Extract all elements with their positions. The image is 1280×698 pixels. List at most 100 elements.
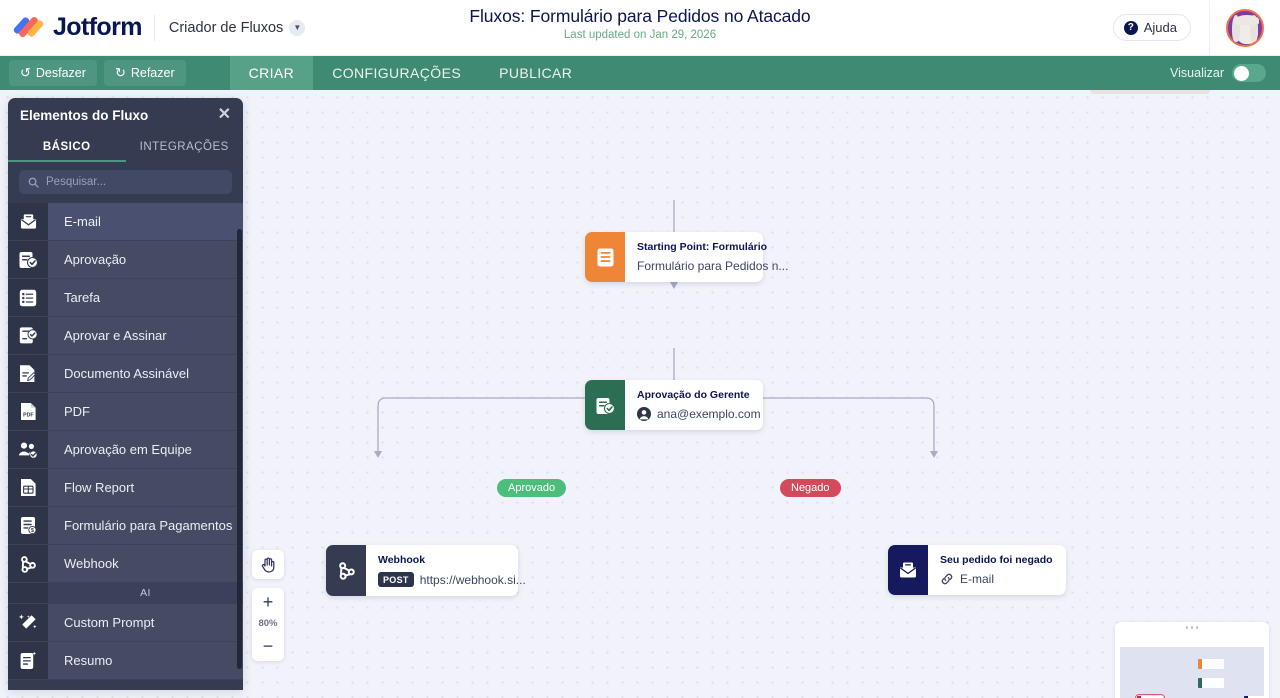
flow-report-icon — [8, 469, 48, 506]
nav-tabs: CRIAR CONFIGURAÇÕES PUBLICAR — [229, 56, 592, 90]
help-button[interactable]: ? Ajuda — [1112, 14, 1191, 41]
top-bar-right: ? Ajuda — [1112, 0, 1280, 56]
help-label: Ajuda — [1143, 20, 1177, 35]
pan-tool-box — [252, 550, 284, 579]
visualize-toggle[interactable] — [1232, 64, 1266, 82]
element-item-aprovacao[interactable]: Aprovação — [8, 241, 243, 279]
form-document-icon — [585, 232, 625, 282]
question-circle-icon: ? — [1123, 20, 1138, 35]
minimap-viewport[interactable] — [1120, 647, 1269, 698]
element-label: Aprovação em Equipe — [48, 431, 243, 468]
element-label: Aprovação — [48, 241, 243, 278]
undo-redo-group: ↺ Desfazer ↻ Refazer — [0, 60, 186, 86]
ai-section-header: AI — [8, 583, 243, 604]
top-bar: Jotform Criador de Fluxos ▼ Fluxos: Form… — [0, 0, 1280, 56]
flow-node-webhook[interactable]: Webhook POST https://webhook.si... — [326, 545, 526, 596]
redo-button[interactable]: ↻ Refazer — [103, 60, 186, 86]
node-subtitle: ana@exemplo.com — [657, 407, 761, 421]
flow-node-denied-email[interactable]: Seu pedido foi negado E-mail — [888, 545, 1066, 595]
element-label: Resumo — [48, 642, 243, 679]
branch-label-approved[interactable]: Aprovado — [497, 479, 567, 497]
search-icon — [28, 177, 39, 188]
element-label: Custom Prompt — [48, 604, 243, 641]
approve-sign-icon — [8, 317, 48, 354]
ai-section-label: AI — [48, 583, 243, 603]
approval-check-icon — [8, 241, 48, 278]
node-title: Aprovação do Gerente — [637, 389, 750, 401]
minimap[interactable] — [1115, 622, 1269, 698]
element-label: Flow Report — [48, 469, 243, 506]
minimap-node-selected — [1134, 693, 1166, 698]
element-item-aprovacao-equipe[interactable]: Aprovação em Equipe — [8, 431, 243, 469]
webhook-icon — [326, 545, 366, 596]
pdf-icon: PDF — [8, 393, 48, 430]
tab-integracoes[interactable]: INTEGRAÇÕES — [139, 141, 229, 153]
element-item-custom-prompt[interactable]: Custom Prompt — [8, 604, 243, 642]
zoom-out-button[interactable]: − — [262, 636, 274, 656]
zoom-level-label: 80% — [258, 618, 278, 629]
magic-wand-icon — [8, 604, 48, 641]
jotform-logo-icon — [12, 13, 45, 43]
flow-elements-panel: Elementos do Fluxo ✕ BÁSICO INTEGRAÇÕES … — [8, 98, 243, 690]
undo-arrow-icon: ↺ — [20, 65, 31, 80]
flow-builder-menu[interactable]: Criador de Fluxos ▼ — [169, 19, 306, 36]
element-item-flow-report[interactable]: Flow Report — [8, 469, 243, 507]
element-item-webhook[interactable]: Webhook — [8, 545, 243, 583]
search-input[interactable] — [46, 176, 223, 188]
brand[interactable]: Jotform — [0, 13, 142, 43]
panel-tabs: BÁSICO INTEGRAÇÕES — [8, 132, 243, 162]
close-icon[interactable]: ✕ — [217, 106, 231, 123]
element-item-resumo[interactable]: Resumo — [8, 642, 243, 680]
search-box[interactable] — [19, 170, 232, 194]
brand-name: Jotform — [53, 13, 142, 41]
payment-form-icon: $ — [8, 507, 48, 544]
zoom-box: + 80% − — [252, 588, 284, 661]
envelope-icon — [888, 545, 928, 595]
visualize-group: Visualizar — [1170, 64, 1280, 82]
link-icon — [941, 573, 953, 585]
element-label: E-mail — [48, 203, 243, 240]
element-label: PDF — [48, 393, 243, 430]
element-item-pdf[interactable]: PDF PDF — [8, 393, 243, 431]
panel-header: Elementos do Fluxo ✕ — [8, 98, 243, 132]
avatar-divider — [1209, 0, 1210, 56]
node-subtitle: Formulário para Pedidos n... — [637, 259, 789, 273]
element-label: Webhook — [48, 545, 243, 582]
avatar[interactable] — [1226, 8, 1264, 47]
tab-configuracoes[interactable]: CONFIGURAÇÕES — [332, 65, 462, 81]
user-circle-icon — [637, 407, 651, 421]
element-item-documento-assinavel[interactable]: Documento Assinável — [8, 355, 243, 393]
tab-publicar[interactable]: PUBLICAR — [499, 65, 573, 81]
hand-pan-icon[interactable] — [261, 550, 276, 579]
tab-basico[interactable]: BÁSICO — [8, 132, 126, 162]
zoom-in-button[interactable]: + — [262, 592, 274, 612]
http-method-badge: POST — [378, 572, 414, 587]
redo-arrow-icon: ↻ — [114, 65, 126, 80]
minimap-node — [1244, 696, 1269, 698]
grip-dots-icon — [1115, 622, 1269, 633]
webhook-icon — [8, 545, 48, 582]
svg-text:$: $ — [30, 528, 33, 534]
envelope-icon — [8, 203, 48, 240]
green-nav-bar: ↺ Desfazer ↻ Refazer CRIAR CONFIGURAÇÕES… — [0, 56, 1280, 90]
element-item-formulario-pagamentos[interactable]: $ Formulário para Pagamentos — [8, 507, 243, 545]
undo-button[interactable]: ↺ Desfazer — [9, 60, 97, 86]
element-label: Aprovar e Assinar — [48, 317, 243, 354]
tab-criar[interactable]: CRIAR — [229, 56, 314, 90]
element-item-email[interactable]: E-mail — [8, 203, 243, 241]
element-label: Formulário para Pagamentos — [48, 507, 243, 544]
minimap-node — [1198, 659, 1224, 669]
node-title: Starting Point: Formulário — [637, 241, 768, 253]
node-title: Seu pedido foi negado — [940, 554, 1053, 566]
flow-node-starting-point[interactable]: Starting Point: Formulário Formulário pa… — [585, 232, 788, 282]
elements-list[interactable]: E-mail Aprovação Tarefa Aprovar e Assina… — [8, 203, 243, 690]
team-approval-icon — [8, 431, 48, 468]
panel-scrollbar[interactable] — [237, 229, 242, 669]
branch-label-denied[interactable]: Negado — [780, 479, 841, 497]
task-list-icon — [8, 279, 48, 316]
redo-label: Refazer — [130, 66, 175, 80]
element-item-tarefa[interactable]: Tarefa — [8, 279, 243, 317]
node-title: Webhook — [378, 554, 426, 566]
element-item-aprovar-assinar[interactable]: Aprovar e Assinar — [8, 317, 243, 355]
flow-node-manager-approval[interactable]: Aprovação do Gerente ana@exemplo.com — [585, 380, 763, 430]
